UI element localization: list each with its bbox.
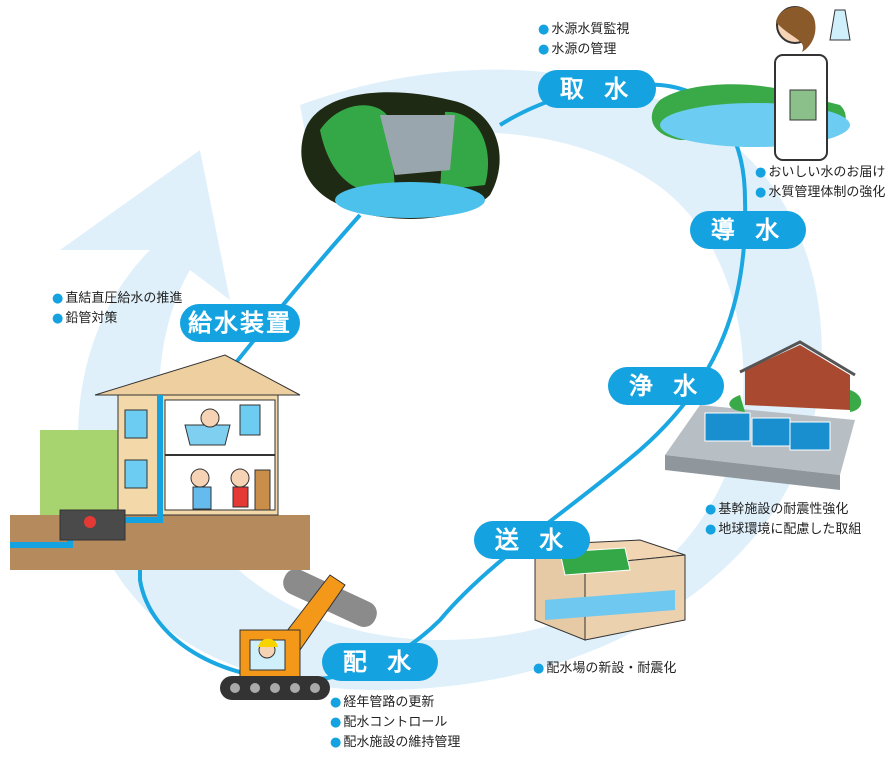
bullet-icon: ● bbox=[330, 715, 342, 730]
note-item: ●地球環境に配慮した取組 bbox=[705, 522, 862, 537]
bullet-icon: ● bbox=[52, 311, 64, 326]
note-item: ●基幹施設の耐震性強化 bbox=[705, 502, 849, 517]
note-item: ●配水コントロール bbox=[330, 715, 448, 730]
bullet-icon: ● bbox=[705, 522, 717, 537]
notes-intake: ●水源水質監視 ●水源の管理 bbox=[538, 20, 629, 60]
stage-label-supply: 給水装置 bbox=[180, 304, 300, 342]
bullet-icon: ● bbox=[330, 735, 342, 750]
note-item: ●直結直圧給水の推進 bbox=[52, 291, 183, 306]
purification-plant-illustration bbox=[665, 340, 862, 490]
note-item: ●配水場の新設・耐震化 bbox=[533, 661, 677, 676]
note-item: ●おいしい水のお届け bbox=[755, 165, 886, 180]
bullet-icon: ● bbox=[533, 661, 545, 676]
note-item: ●鉛管対策 bbox=[52, 311, 118, 326]
bullet-icon: ● bbox=[755, 185, 767, 200]
excavator-illustration bbox=[220, 569, 377, 700]
bullet-icon: ● bbox=[538, 22, 550, 37]
bullet-icon: ● bbox=[330, 695, 342, 710]
bullet-icon: ● bbox=[52, 291, 64, 306]
notes-supply: ●直結直圧給水の推進 ●鉛管対策 bbox=[52, 289, 182, 329]
note-item: ●水源の管理 bbox=[538, 42, 617, 57]
stage-label-transmission: 送 水 bbox=[474, 521, 590, 559]
notes-transmission: ●配水場の新設・耐震化 bbox=[533, 659, 676, 679]
lake-scientist-illustration bbox=[651, 6, 851, 161]
note-item: ●水質管理体制の強化 bbox=[755, 185, 886, 200]
bullet-icon: ● bbox=[538, 42, 550, 57]
notes-distribution: ●経年管路の更新 ●配水コントロール ●配水施設の維持管理 bbox=[330, 693, 460, 753]
bullet-icon: ● bbox=[705, 502, 717, 517]
note-item: ●配水施設の維持管理 bbox=[330, 735, 461, 750]
stage-label-conveyance: 導 水 bbox=[690, 211, 806, 249]
bullet-icon: ● bbox=[755, 165, 767, 180]
note-item: ●経年管路の更新 bbox=[330, 695, 435, 710]
stage-label-distribution: 配 水 bbox=[322, 643, 438, 681]
stage-label-purification: 浄 水 bbox=[608, 367, 724, 405]
note-item: ●水源水質監視 bbox=[538, 22, 630, 37]
notes-conveyance: ●おいしい水のお届け ●水質管理体制の強化 bbox=[755, 163, 885, 203]
dam-illustration bbox=[301, 92, 500, 219]
notes-purification: ●基幹施設の耐震性強化 ●地球環境に配慮した取組 bbox=[705, 500, 861, 540]
stage-label-intake: 取 水 bbox=[538, 70, 656, 108]
house-illustration bbox=[10, 354, 310, 570]
